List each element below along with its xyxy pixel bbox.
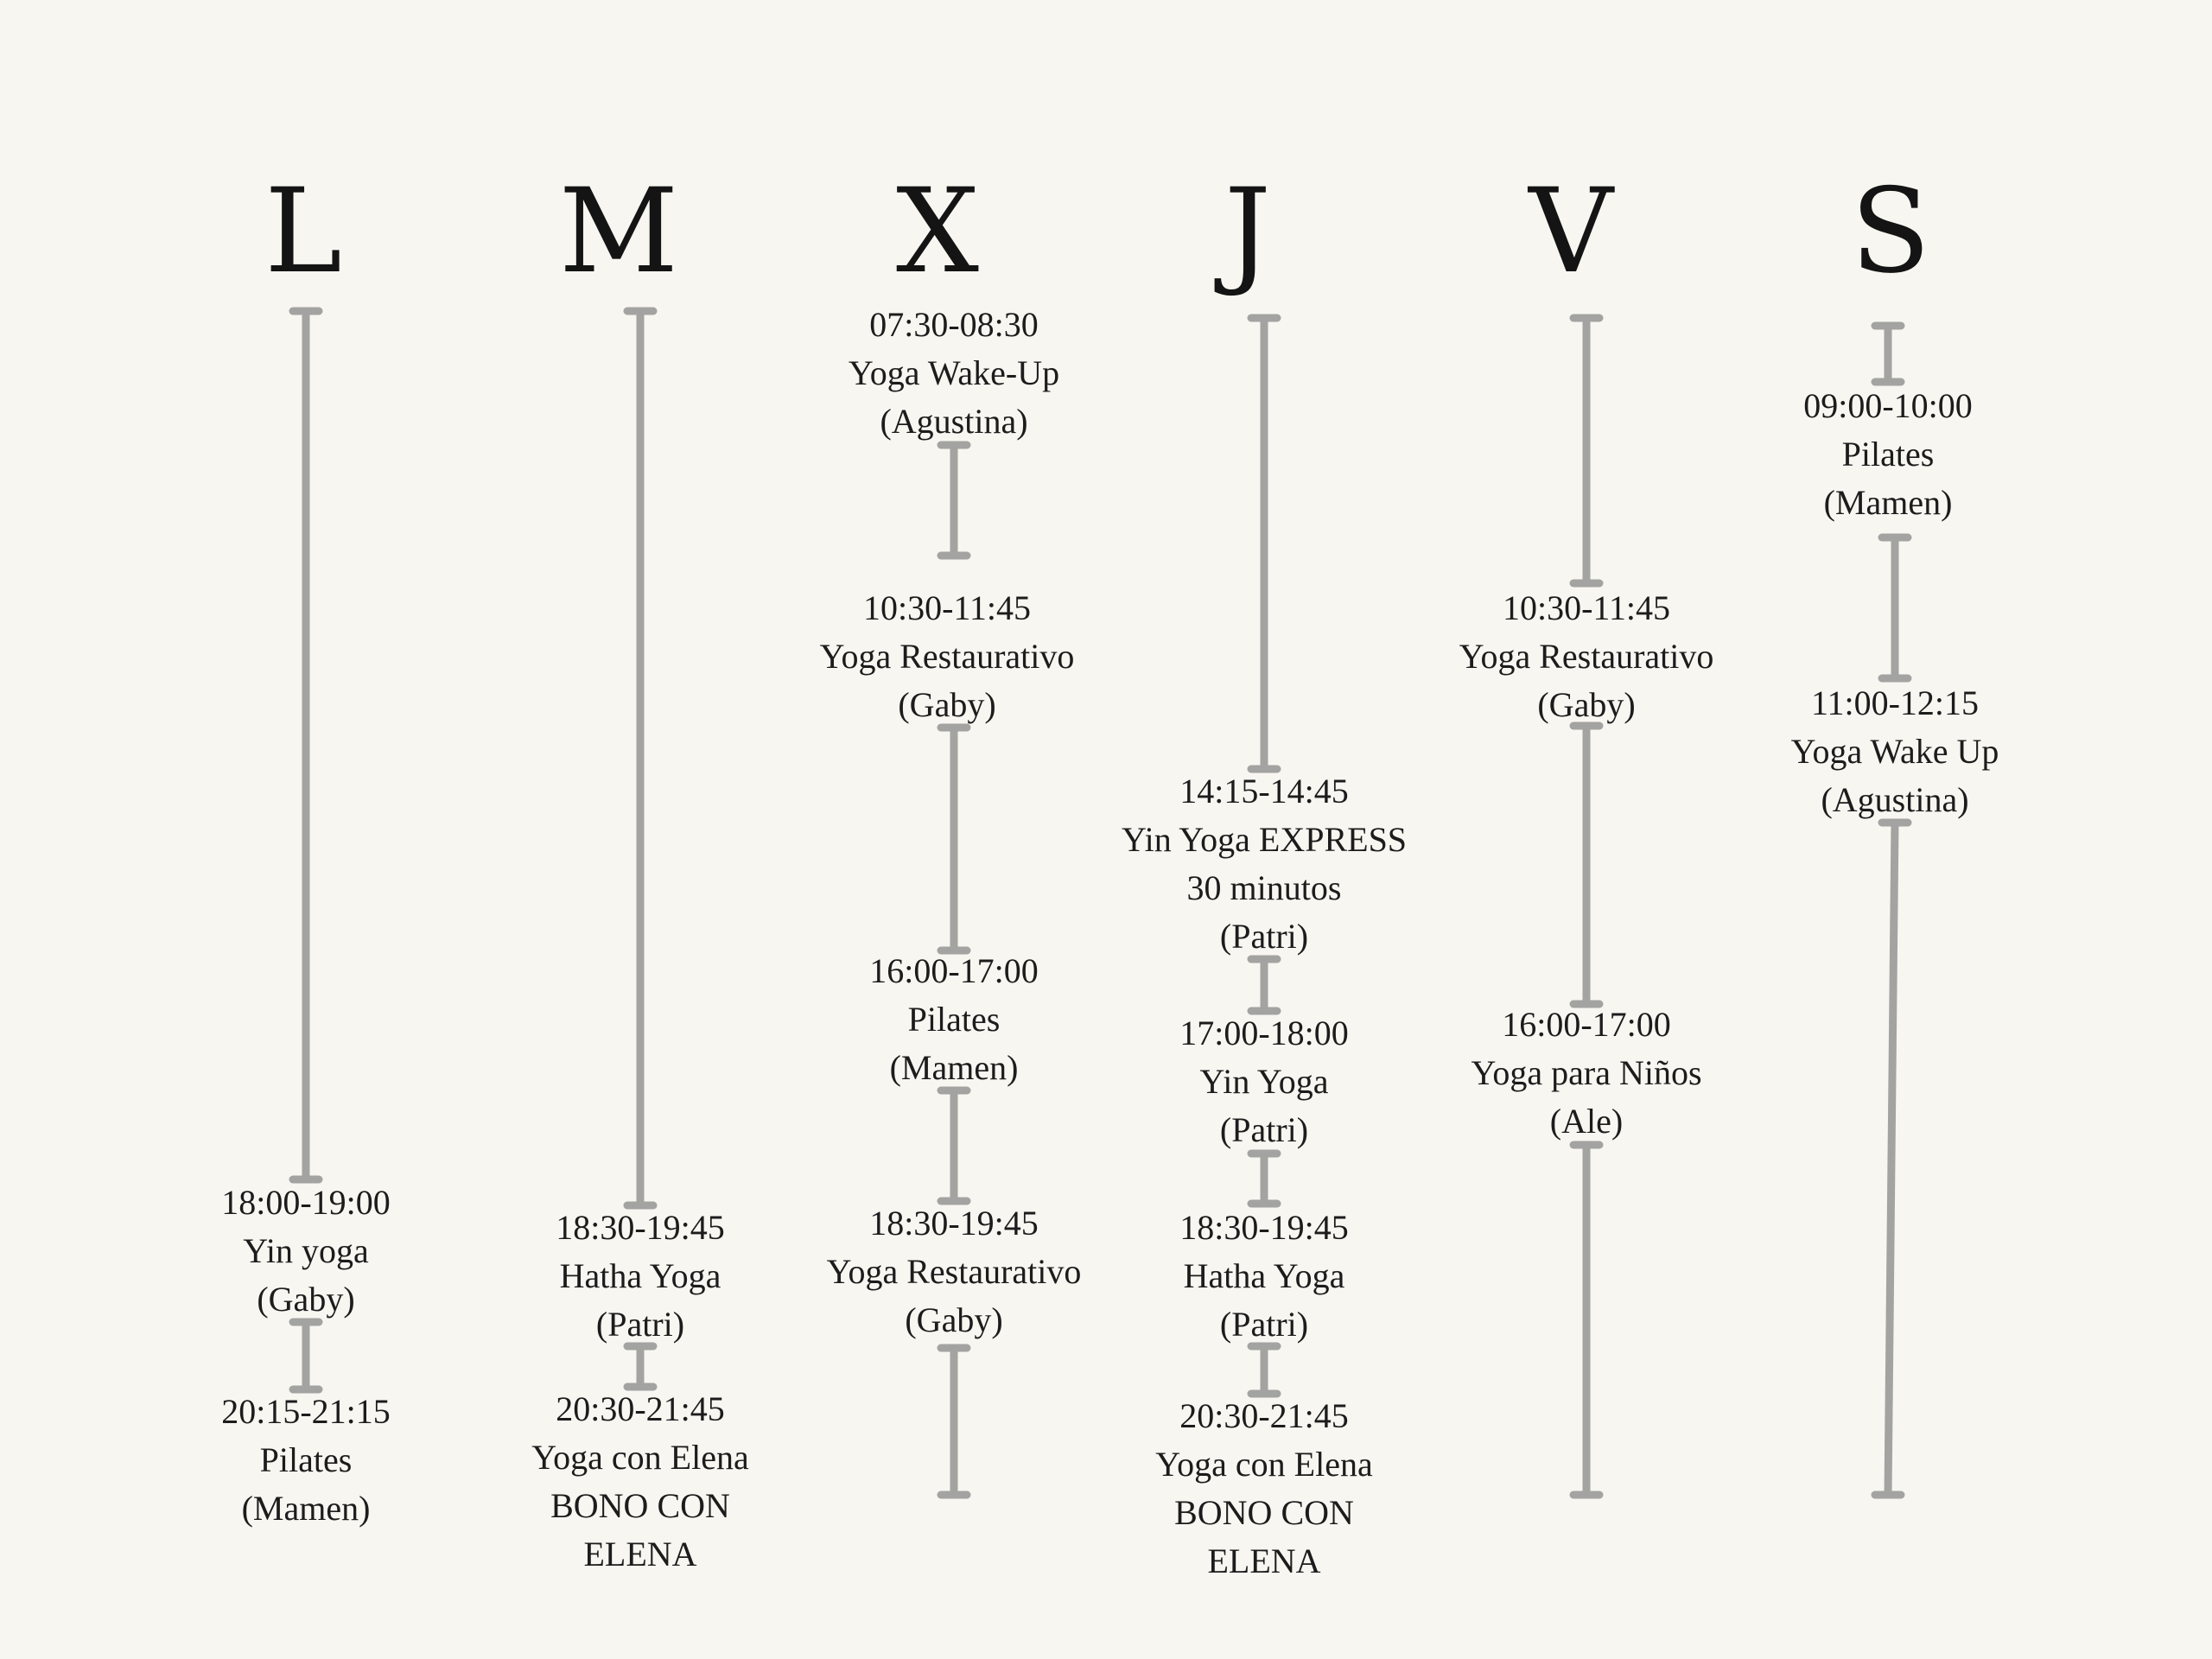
class-slot: 18:30-19:45 Hatha Yoga (Patri)	[556, 1204, 725, 1349]
class-time: 17:00-18:00	[1179, 1014, 1349, 1052]
timeline-connector	[1247, 1149, 1281, 1208]
class-time: 16:00-17:00	[869, 951, 1039, 990]
class-name: Yoga Restaurativo	[819, 637, 1075, 676]
class-teacher: BONO CON	[1174, 1493, 1354, 1532]
class-teacher: (Patri)	[1219, 917, 1309, 956]
timeline-connector	[1871, 818, 1912, 1499]
timeline-connector	[289, 307, 323, 1184]
day-heading-saturday: S	[1850, 163, 1931, 299]
timeline-connector	[1569, 1141, 1604, 1499]
class-time: 20:15-21:15	[221, 1392, 391, 1431]
class-slot: 07:30-08:30 Yoga Wake-Up (Agustina)	[849, 301, 1059, 446]
class-time: 07:30-08:30	[869, 305, 1039, 344]
class-teacher: (Mamen)	[889, 1048, 1019, 1087]
timeline-connector	[1247, 314, 1281, 773]
class-teacher: (Patri)	[595, 1305, 685, 1344]
class-teacher: (Gaby)	[1537, 685, 1636, 724]
class-name: Pilates	[1841, 435, 1935, 474]
timeline-connector	[1569, 721, 1604, 1008]
class-time: 10:30-11:45	[862, 588, 1032, 627]
timeline-connector	[289, 1318, 323, 1394]
class-name: Yin Yoga	[1199, 1062, 1329, 1101]
class-slot: 16:00-17:00 Yoga para Niños (Ale)	[1471, 1001, 1701, 1146]
class-teacher: (Gaby)	[898, 685, 996, 724]
class-note: ELENA	[1207, 1541, 1321, 1580]
class-slot: 18:30-19:45 Yoga Restaurativo (Gaby)	[827, 1199, 1082, 1344]
day-heading-tuesday: M	[558, 163, 679, 299]
class-slot: 10:30-11:45 Yoga Restaurativo (Gaby)	[1459, 584, 1714, 729]
class-teacher: (Gaby)	[257, 1280, 355, 1319]
class-name: Yoga con Elena	[531, 1438, 749, 1477]
class-time: 20:30-21:45	[556, 1389, 725, 1428]
class-name: Yoga Restaurativo	[826, 1252, 1082, 1291]
class-name: Yin yoga	[243, 1231, 369, 1270]
class-slot: 18:30-19:45 Hatha Yoga (Patri)	[1179, 1204, 1349, 1349]
timeline-connector	[1247, 1342, 1281, 1398]
class-name: Yoga Restaurativo	[1459, 637, 1714, 676]
timeline-connector	[623, 1342, 658, 1391]
class-slot: 11:00-12:15 Yoga Wake Up (Agustina)	[1791, 679, 1999, 824]
timeline-connector	[937, 1344, 971, 1499]
class-time: 14:15-14:45	[1179, 772, 1349, 810]
class-name: Pilates	[259, 1440, 353, 1479]
class-time: 10:30-11:45	[1502, 588, 1671, 627]
day-heading-monday: L	[264, 163, 342, 299]
timeline-connector	[937, 1086, 971, 1205]
class-teacher: (Agustina)	[1821, 780, 1969, 819]
class-name: Hatha Yoga	[1183, 1256, 1345, 1295]
class-slot: 10:30-11:45 Yoga Restaurativo (Gaby)	[820, 584, 1075, 729]
class-name: Hatha Yoga	[559, 1256, 721, 1295]
class-slot: 20:15-21:15 Pilates (Mamen)	[221, 1388, 391, 1533]
class-slot: 17:00-18:00 Yin Yoga (Patri)	[1179, 1009, 1349, 1154]
class-time: 18:30-19:45	[869, 1204, 1039, 1243]
class-teacher: (Agustina)	[880, 402, 1028, 441]
class-name: Yoga Wake Up	[1790, 732, 1999, 771]
class-time: 09:00-10:00	[1803, 386, 1973, 425]
timeline-connector	[1878, 533, 1912, 683]
class-slot: 18:00-19:00 Yin yoga (Gaby)	[221, 1179, 391, 1324]
class-time: 18:30-19:45	[1179, 1208, 1349, 1247]
class-teacher: (Mamen)	[241, 1489, 371, 1528]
class-name: Yoga con Elena	[1155, 1445, 1373, 1484]
class-name: Yin Yoga EXPRESS	[1121, 820, 1408, 859]
timeline-connector	[937, 441, 971, 560]
class-time: 16:00-17:00	[1502, 1005, 1671, 1044]
timeline-connector	[1871, 321, 1905, 386]
class-time: 11:00-12:15	[1810, 683, 1980, 722]
timeline-connector	[937, 723, 971, 955]
class-duration: 30 minutos	[1186, 868, 1342, 907]
day-heading-thursday: J	[1224, 163, 1272, 299]
class-slot: 20:30-21:45 Yoga con Elena BONO CON ELEN…	[1155, 1392, 1372, 1586]
day-heading-friday: V	[1529, 163, 1613, 299]
class-teacher: (Ale)	[1549, 1102, 1624, 1141]
class-teacher: (Patri)	[1219, 1305, 1309, 1344]
class-slot: 14:15-14:45 Yin Yoga EXPRESS 30 minutos …	[1122, 767, 1407, 961]
class-teacher: (Gaby)	[905, 1300, 1003, 1339]
timeline-connector	[1247, 955, 1281, 1015]
class-name: Pilates	[907, 1000, 1001, 1039]
class-slot: 16:00-17:00 Pilates (Mamen)	[869, 947, 1039, 1092]
class-teacher: BONO CON	[550, 1486, 730, 1525]
class-time: 20:30-21:45	[1179, 1396, 1349, 1435]
class-time: 18:30-19:45	[556, 1208, 725, 1247]
class-teacher: (Patri)	[1219, 1110, 1309, 1149]
class-slot: 20:30-21:45 Yoga con Elena BONO CON ELEN…	[531, 1385, 748, 1579]
class-time: 18:00-19:00	[221, 1183, 391, 1222]
class-teacher: (Mamen)	[1823, 483, 1953, 522]
class-slot: 09:00-10:00 Pilates (Mamen)	[1803, 382, 1973, 527]
class-name: Yoga para Niños	[1471, 1053, 1702, 1092]
timeline-connector	[1569, 314, 1604, 588]
timeline-connector	[623, 307, 658, 1210]
class-note: ELENA	[583, 1535, 697, 1573]
class-name: Yoga Wake-Up	[848, 353, 1060, 392]
day-heading-wednesday: X	[895, 163, 980, 299]
